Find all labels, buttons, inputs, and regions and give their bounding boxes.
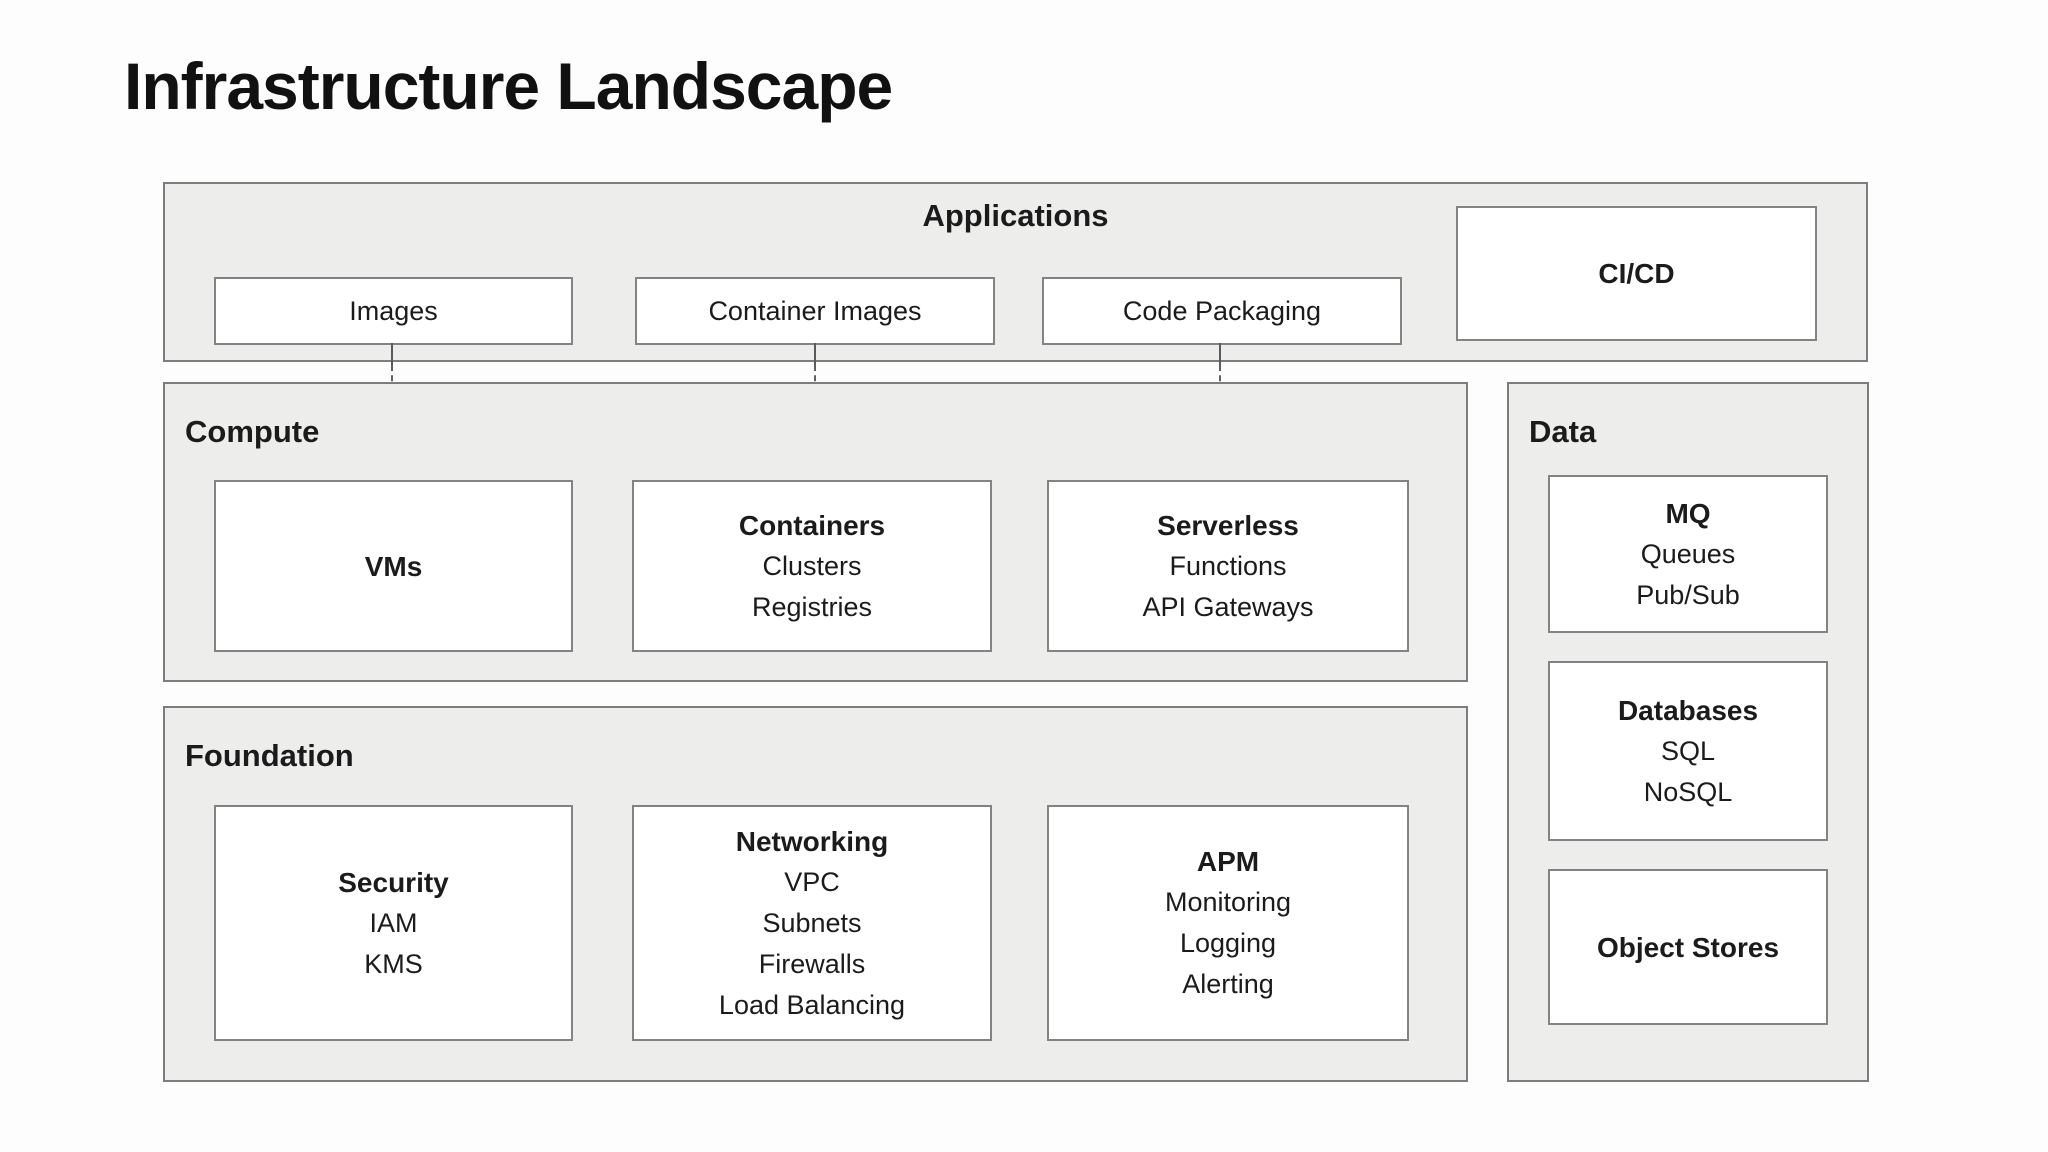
box-networking: Networking VPC Subnets Firewalls Load Ba…: [632, 805, 992, 1041]
section-foundation: Foundation Security IAM KMS Networking V…: [163, 706, 1468, 1082]
box-containers-item: Clusters: [762, 550, 862, 581]
box-containers-title: Containers: [738, 509, 886, 541]
box-serverless: Serverless Functions API Gateways: [1047, 480, 1409, 652]
connector-line: [814, 343, 816, 365]
box-apm: APM Monitoring Logging Alerting: [1047, 805, 1409, 1041]
box-mq: MQ Queues Pub/Sub: [1548, 475, 1828, 633]
box-cicd: CI/CD: [1456, 206, 1817, 341]
box-object-stores-title: Object Stores: [1596, 931, 1780, 963]
section-data-header: Data: [1529, 414, 1597, 449]
section-data: Data MQ Queues Pub/Sub Databases SQL NoS…: [1507, 382, 1869, 1082]
box-containers: Containers Clusters Registries: [632, 480, 992, 652]
box-container-images: Container Images: [635, 277, 995, 345]
box-vms: VMs: [214, 480, 573, 652]
box-security: Security IAM KMS: [214, 805, 573, 1041]
box-serverless-item: API Gateways: [1142, 591, 1314, 622]
box-container-images-label: Container Images: [708, 296, 922, 326]
section-compute-header: Compute: [185, 414, 320, 449]
box-serverless-title: Serverless: [1157, 509, 1299, 541]
section-applications: Applications Images Container Images Cod…: [163, 182, 1868, 362]
section-foundation-header: Foundation: [185, 738, 354, 773]
box-security-item: KMS: [364, 948, 423, 979]
box-security-item: IAM: [369, 907, 418, 938]
box-object-stores: Object Stores: [1548, 869, 1828, 1025]
box-mq-item: Queues: [1640, 538, 1736, 569]
connector-line: [391, 343, 393, 365]
box-databases-title: Databases: [1617, 694, 1759, 726]
box-apm-item: Logging: [1179, 928, 1277, 958]
connector-line: [1219, 343, 1221, 365]
box-networking-item: Load Balancing: [718, 989, 906, 1020]
box-mq-item: Pub/Sub: [1636, 579, 1740, 610]
box-apm-title: APM: [1196, 846, 1260, 877]
box-code-packaging: Code Packaging: [1042, 277, 1402, 345]
box-networking-item: VPC: [784, 866, 840, 897]
box-containers-item: Registries: [751, 591, 873, 622]
section-applications-header: Applications: [922, 198, 1109, 233]
box-databases-item: NoSQL: [1643, 776, 1733, 807]
box-networking-item: Subnets: [762, 907, 862, 938]
box-mq-title: MQ: [1665, 497, 1711, 529]
box-code-packaging-label: Code Packaging: [1122, 296, 1322, 326]
box-databases-item: SQL: [1660, 735, 1716, 766]
box-networking-item: Firewalls: [758, 948, 866, 979]
box-serverless-item: Functions: [1169, 550, 1287, 581]
box-images-label: Images: [349, 296, 438, 326]
box-apm-item: Alerting: [1182, 969, 1274, 999]
section-compute: Compute VMs Containers Clusters Registri…: [163, 382, 1468, 682]
box-networking-title: Networking: [735, 825, 889, 857]
box-images: Images: [214, 277, 573, 345]
box-security-title: Security: [338, 866, 449, 898]
box-apm-item: Monitoring: [1164, 887, 1292, 917]
page-title: Infrastructure Landscape: [124, 49, 893, 123]
box-cicd-label: CI/CD: [1598, 258, 1675, 289]
box-databases: Databases SQL NoSQL: [1548, 661, 1828, 841]
box-vms-title: VMs: [364, 550, 423, 582]
